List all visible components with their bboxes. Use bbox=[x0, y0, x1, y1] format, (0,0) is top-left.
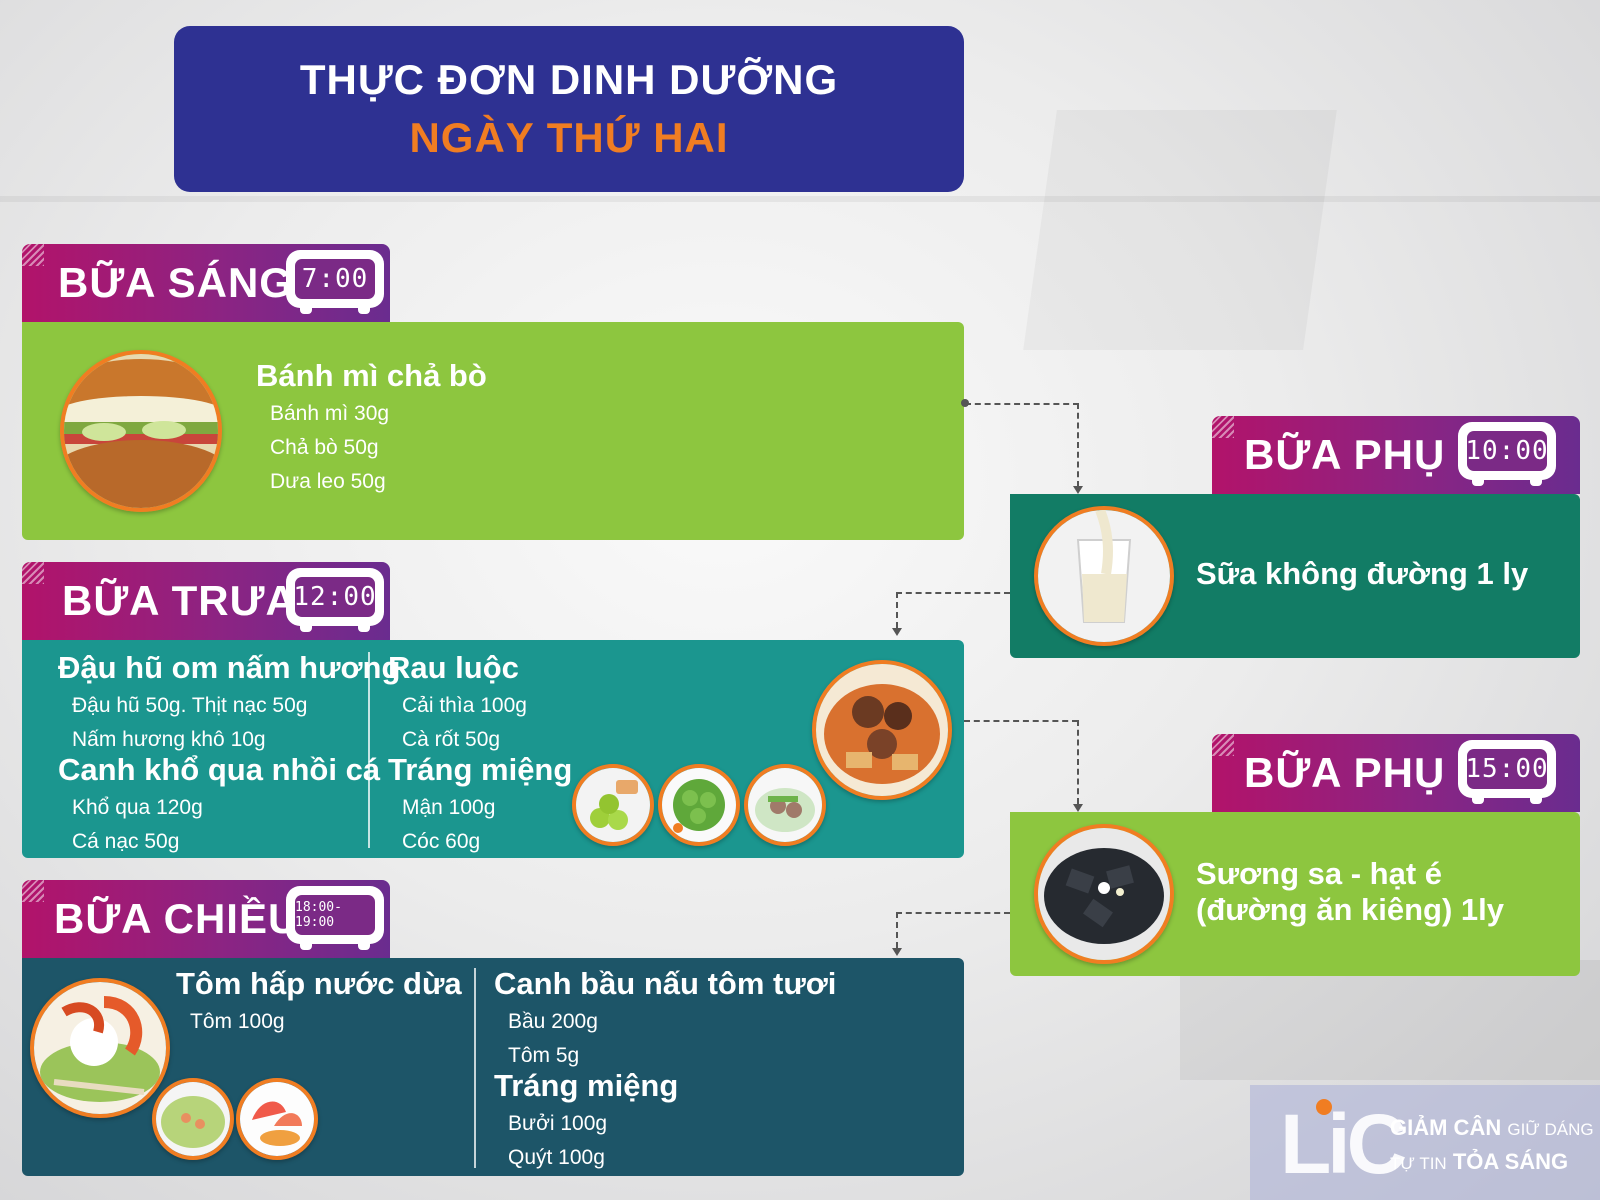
lunch-item: Mận 100g bbox=[402, 796, 496, 819]
dinner-dish: Tôm hấp nước dừa bbox=[176, 966, 462, 1001]
alarm-clock-icon: 12:00 bbox=[286, 568, 384, 634]
lunch-item: Đậu hũ 50g. Thịt nạc 50g bbox=[72, 694, 308, 717]
lunch-header: BỮA TRƯA 12:00 bbox=[22, 562, 390, 640]
bitter-melon-photo-icon bbox=[658, 764, 740, 846]
breakfast-panel: Bánh mì chả bò Bánh mì 30g Chả bò 50g Dư… bbox=[22, 322, 964, 540]
snack2-label: BỮA PHỤ 2 bbox=[1244, 749, 1483, 796]
arrow-down-icon bbox=[892, 628, 902, 636]
banh-mi-photo-icon bbox=[60, 350, 222, 512]
background-shape bbox=[1180, 960, 1600, 1080]
logo-slogan-1b: GIỮ DÁNG bbox=[1507, 1120, 1594, 1139]
dinner-dish: Tráng miệng bbox=[494, 1068, 679, 1103]
snack2-header: BỮA PHỤ 2 15:00 bbox=[1212, 734, 1580, 812]
dinner-dish: Canh bầu nấu tôm tươi bbox=[494, 966, 837, 1001]
milk-glass-photo-icon bbox=[1034, 506, 1174, 646]
snack1-dish: Sữa không đường 1 ly bbox=[1196, 556, 1529, 591]
snack2-panel: Sương sa - hạt é (đường ăn kiêng) 1ly bbox=[1010, 812, 1580, 976]
background-shape bbox=[1023, 110, 1337, 350]
snack1-header: BỮA PHỤ 1 10:00 bbox=[1212, 416, 1580, 494]
alarm-clock-icon: 10:00 bbox=[1458, 422, 1556, 488]
lunch-dish: Canh khổ qua nhồi cá bbox=[58, 752, 381, 787]
snack1-label: BỮA PHỤ 1 bbox=[1244, 431, 1483, 478]
alarm-clock-icon: 15:00 bbox=[1458, 740, 1556, 806]
tofu-mushroom-photo-icon bbox=[812, 660, 952, 800]
connector-line bbox=[964, 720, 1078, 722]
snack1-panel: Sữa không đường 1 ly bbox=[1010, 494, 1580, 658]
lunch-time: 12:00 bbox=[293, 582, 377, 612]
connector-line bbox=[896, 912, 898, 948]
connector-line bbox=[1077, 720, 1079, 804]
alarm-clock-icon: 7:00 bbox=[286, 250, 384, 316]
arrow-down-icon bbox=[1073, 486, 1083, 494]
lunch-dish: Đậu hũ om nấm hương bbox=[58, 650, 401, 685]
snack2-dish-line-2: (đường ăn kiêng) 1ly bbox=[1196, 892, 1505, 927]
dinner-time: 18:00-19:00 bbox=[295, 900, 342, 930]
connector-line bbox=[896, 912, 1010, 914]
title-line-1: THỰC ĐƠN DINH DƯỠNG bbox=[299, 56, 839, 103]
lunch-item: Cải thìa 100g bbox=[402, 694, 527, 717]
breakfast-time: 7:00 bbox=[301, 264, 369, 294]
lunch-item: Nấm hương khô 10g bbox=[72, 728, 266, 751]
arrow-down-icon bbox=[892, 948, 902, 956]
breakfast-item: Bánh mì 30g bbox=[270, 402, 390, 425]
logo-slogan-1a: GIẢM CÂN bbox=[1390, 1115, 1502, 1140]
connector-line bbox=[1077, 403, 1079, 487]
logo-slogan-line-1: GIẢM CÂN GIỮ DÁNG bbox=[1390, 1115, 1594, 1141]
logo-slogan-2b: TỎA SÁNG bbox=[1452, 1149, 1569, 1174]
column-divider bbox=[368, 652, 370, 848]
alarm-clock-icon: 18:00-19:00 bbox=[286, 886, 384, 952]
gourd-soup-photo-icon bbox=[152, 1078, 234, 1160]
lunch-item: Cá nạc 50g bbox=[72, 830, 180, 853]
breakfast-item: Chả bò 50g bbox=[270, 436, 379, 459]
steamed-shrimp-photo-icon bbox=[30, 978, 170, 1118]
lunch-item: Cóc 60g bbox=[402, 830, 481, 853]
snack2-dish-line-1: Sương sa - hạt é bbox=[1196, 856, 1443, 891]
dinner-item: Tôm 5g bbox=[508, 1044, 580, 1067]
pomelo-photo-icon bbox=[236, 1078, 318, 1160]
lunch-panel: Đậu hũ om nấm hương Đậu hũ 50g. Thịt nạc… bbox=[22, 640, 964, 858]
connector-line bbox=[965, 403, 1079, 405]
breakfast-dish: Bánh mì chả bò bbox=[256, 358, 487, 393]
dinner-item: Bầu 200g bbox=[508, 1010, 598, 1033]
connector-line bbox=[896, 592, 1010, 594]
logo-dot-icon bbox=[1316, 1099, 1332, 1115]
dinner-item: Bưởi 100g bbox=[508, 1112, 608, 1135]
snack2-time: 15:00 bbox=[1465, 754, 1549, 784]
logo-mark: LiC bbox=[1280, 1097, 1407, 1191]
breakfast-item: Dưa leo 50g bbox=[270, 470, 386, 493]
lunch-dish: Rau luộc bbox=[388, 650, 519, 685]
lunch-item: Cà rốt 50g bbox=[402, 728, 501, 751]
plum-photo-icon bbox=[572, 764, 654, 846]
grass-jelly-photo-icon bbox=[1034, 824, 1174, 964]
breakfast-label: BỮA SÁNG bbox=[58, 259, 293, 306]
lunch-item: Khổ qua 120g bbox=[72, 796, 203, 819]
page-title: THỰC ĐƠN DINH DƯỠNG NGÀY THỨ HAI bbox=[174, 26, 964, 192]
lunch-dish: Tráng miệng bbox=[388, 752, 573, 787]
connector-line bbox=[896, 592, 898, 628]
title-line-2: NGÀY THỨ HAI bbox=[409, 114, 729, 161]
arrow-down-icon bbox=[1073, 804, 1083, 812]
snack1-time: 10:00 bbox=[1465, 436, 1549, 466]
background-shape bbox=[0, 196, 1600, 202]
breakfast-header: BỮA SÁNG 7:00 bbox=[22, 244, 390, 322]
column-divider bbox=[474, 968, 476, 1168]
dinner-label: BỮA CHIỀU bbox=[54, 895, 300, 942]
dinner-item: Quýt 100g bbox=[508, 1146, 605, 1169]
lunch-label: BỮA TRƯA bbox=[62, 577, 297, 624]
dinner-panel: Tôm hấp nước dừa Tôm 100g Canh bầu nấu t… bbox=[22, 958, 964, 1176]
logo-slogan-2a: TỰ TIN bbox=[1390, 1154, 1447, 1173]
soup-photo-icon bbox=[744, 764, 826, 846]
dinner-header: BỮA CHIỀU 18:00-19:00 bbox=[22, 880, 390, 958]
logo-slogan-line-2: TỰ TIN TỎA SÁNG bbox=[1390, 1149, 1568, 1175]
brand-logo: LiC GIẢM CÂN GIỮ DÁNG TỰ TIN TỎA SÁNG bbox=[1250, 1085, 1600, 1200]
dinner-item: Tôm 100g bbox=[190, 1010, 285, 1033]
